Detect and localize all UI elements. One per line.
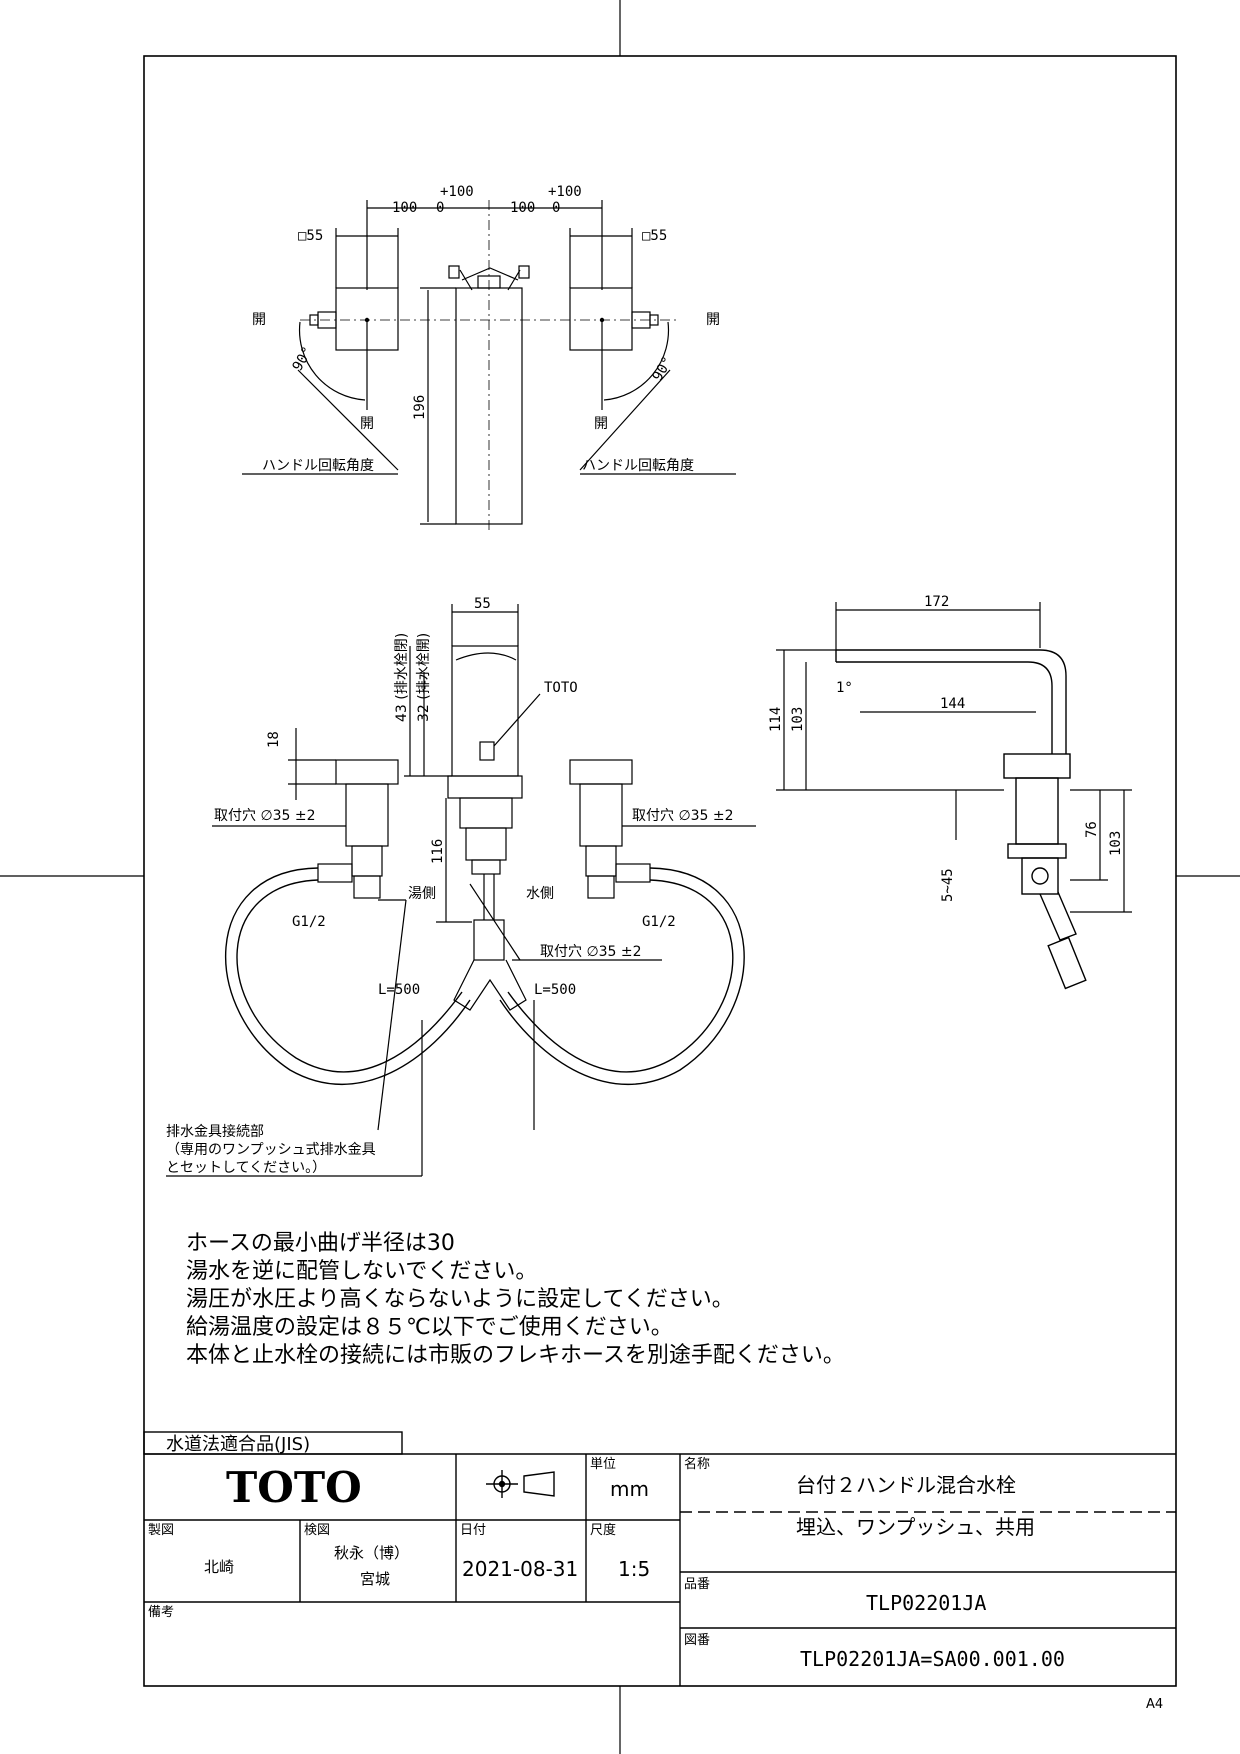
drawn-label: 製図 (148, 1523, 174, 1538)
label-open-left: 開 (252, 312, 266, 328)
drawn-by: 北崎 (204, 1558, 234, 1576)
label-handle-angle-left: ハンドル回転角度 (262, 458, 374, 474)
dim-1deg: 1° (836, 680, 853, 696)
drawing-no: TLP02201JA=SA00.001.00 (800, 1647, 1065, 1671)
note-2: 湯水を逆に配管しないでください。 (186, 1259, 537, 1284)
name-label: 名称 (684, 1456, 710, 1472)
dim-76: 76 (1084, 821, 1100, 838)
dim-116: 116 (430, 839, 446, 864)
right-hose (499, 867, 745, 1086)
part-label: 品番 (684, 1577, 710, 1592)
front-right-handle (569, 759, 651, 899)
part-no: TLP02201JA (866, 1591, 986, 1615)
note-3: 湯圧が水圧より高くならないように設定してください。 (186, 1287, 734, 1312)
dim-100-right: 100 (510, 200, 535, 216)
sheet-border (143, 55, 1177, 1687)
label-open-left-down: 開 (360, 416, 374, 432)
checked-label: 検図 (304, 1523, 330, 1538)
unit-label: 単位 (590, 1456, 616, 1472)
label-cold-side: 水側 (526, 886, 554, 902)
dim-32: 32 (排水栓開) (416, 633, 432, 722)
dim-55: 55 (474, 596, 491, 612)
label-g12-left: G1/2 (292, 914, 326, 930)
dim-103-left: 103 (790, 707, 806, 732)
label-mount-hole-right: 取付穴 ∅35 ±2 (632, 808, 734, 824)
dim-sq55-right: □55 (642, 228, 667, 244)
label-hot-side: 湯側 (408, 885, 436, 902)
label-mount-hole-left: 取付穴 ∅35 ±2 (214, 808, 316, 824)
dim-0-left: 0 (436, 200, 444, 216)
date-label: 日付 (460, 1523, 486, 1538)
label-mount-hole-center: 取付穴 ∅35 ±2 (540, 944, 642, 960)
front-spout (447, 645, 523, 920)
dim-144: 144 (940, 696, 965, 712)
dim-plus100-right: +100 (548, 184, 582, 200)
label-open-right: 開 (706, 312, 720, 328)
name-line1: 台付２ハンドル混合水栓 (796, 1473, 1016, 1497)
dim-18: 18 (266, 731, 282, 748)
scale-label: 尺度 (590, 1522, 616, 1538)
label-g12-right: G1/2 (642, 914, 676, 930)
name-line2: 埋込、ワンプッシュ、共用 (796, 1515, 1035, 1539)
label-hose-left: L=500 (378, 982, 420, 998)
label-drain-line3: とセットしてください。） (166, 1160, 326, 1176)
dim-90-right: 90° (650, 354, 677, 384)
dim-103-right: 103 (1108, 831, 1124, 856)
label-toto: TOTO (544, 680, 578, 696)
top-left-handle (309, 287, 399, 351)
brand-logo: TOTO (226, 1463, 362, 1512)
label-drain-line2: （専用のワンプッシュ式排水金具 (166, 1142, 376, 1158)
label-drain-title: 排水金具接続部 (166, 1123, 264, 1140)
unit-value: mm (610, 1477, 649, 1501)
dim-0-right: 0 (552, 200, 560, 216)
side-spout (835, 649, 1087, 990)
jis-label: 水道法適合品(JIS) (166, 1434, 310, 1455)
dim-100-left: 100 (392, 200, 417, 216)
dim-196: 196 (412, 395, 428, 420)
front-left-handle (317, 759, 399, 899)
dim-sq55-left: □55 (298, 228, 323, 244)
dim-plus100-left: +100 (440, 184, 474, 200)
date-value: 2021-08-31 (462, 1557, 578, 1581)
remarks-label: 備考 (148, 1604, 174, 1620)
paper-size: A4 (1146, 1697, 1163, 1712)
drawing-label: 図番 (684, 1633, 710, 1648)
dim-43: 43 (排水栓閉) (394, 633, 410, 722)
y-joint (453, 919, 527, 1011)
note-1: ホースの最小曲げ半径は30 (186, 1231, 455, 1256)
label-hose-right: L=500 (534, 982, 576, 998)
label-handle-angle-right: ハンドル回転角度 (582, 458, 694, 474)
note-4: 給湯温度の設定は８５℃以下でご使用ください。 (186, 1315, 673, 1340)
checked-by-2: 宮城 (360, 1570, 390, 1588)
dim-114: 114 (768, 707, 784, 732)
dim-172: 172 (924, 594, 949, 610)
title-block (143, 1431, 1176, 1686)
note-5: 本体と止水栓の接続には市販のフレキホースを別途手配ください。 (186, 1343, 845, 1368)
dim-5-45: 5~45 (940, 868, 956, 902)
scale-value: 1:5 (618, 1557, 650, 1581)
checked-by-1: 秋永（博） (334, 1544, 409, 1562)
label-open-right-down: 開 (594, 416, 608, 432)
left-hose (225, 867, 471, 1086)
top-right-handle (569, 287, 659, 351)
